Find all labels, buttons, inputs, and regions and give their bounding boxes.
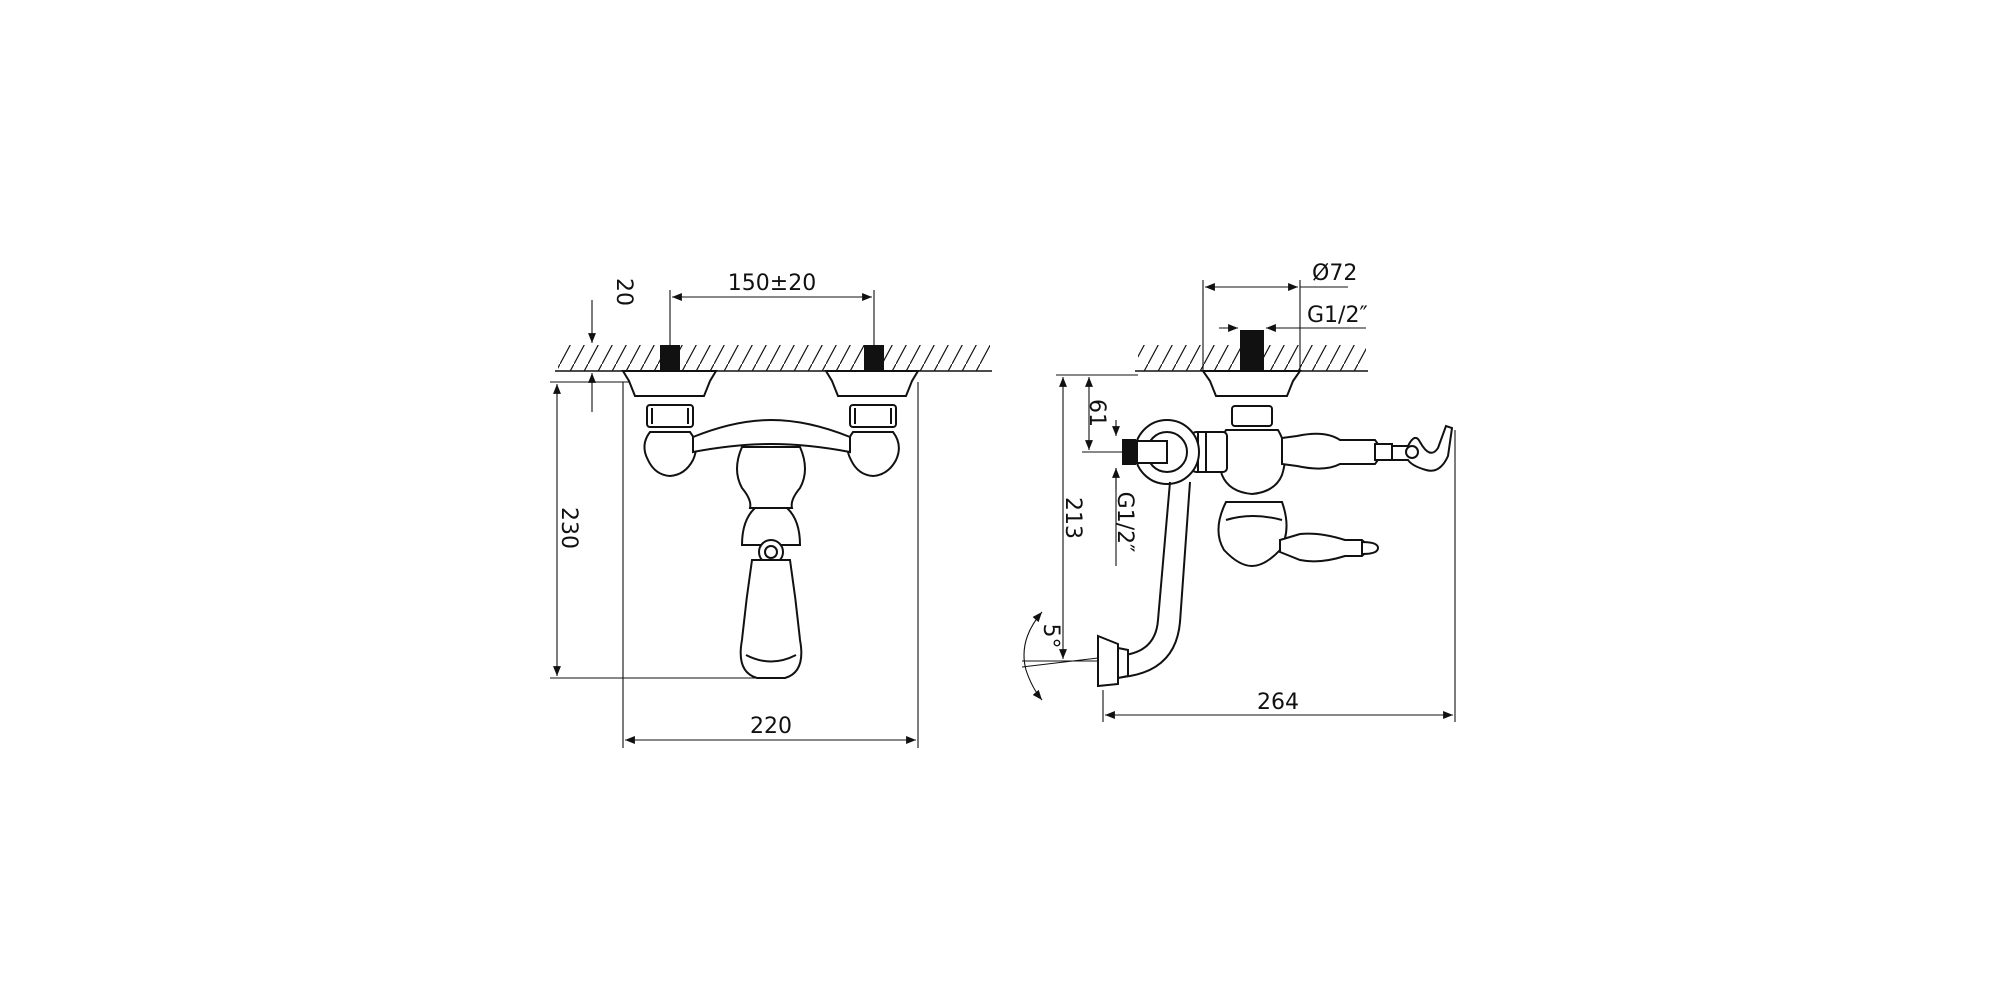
label-width: 220: [750, 714, 792, 739]
label-angle: 5°: [1038, 624, 1063, 649]
dimension-angle: 5°: [1021, 611, 1099, 701]
label-thread-top: G1/2″: [1307, 303, 1368, 328]
dimension-length: 264: [1102, 430, 1456, 722]
label-length: 264: [1257, 690, 1299, 715]
thread-top: [1240, 330, 1264, 371]
label-diameter: Ø72: [1312, 261, 1357, 286]
side-view: Ø72 G1/2″ 61 G1/2″ 213: [1021, 261, 1456, 722]
thread-left: [660, 345, 680, 371]
wall-hatching: [555, 345, 992, 372]
label-depth: 20: [611, 278, 636, 306]
label-offset: 61: [1084, 399, 1109, 427]
label-thread-side: G1/2″: [1112, 492, 1137, 553]
dimension-width: 220: [622, 382, 919, 748]
label-spacing: 150±20: [728, 271, 816, 296]
thread-right: [864, 345, 884, 371]
faucet-side: [1097, 370, 1454, 688]
dimension-thread-top: G1/2″: [1219, 303, 1368, 332]
label-side-height: 213: [1060, 497, 1085, 539]
label-height: 230: [556, 507, 581, 549]
dimension-offset: 61: [1082, 374, 1138, 453]
dimension-thread-side: G1/2″: [1112, 420, 1137, 566]
faucet-front: [621, 370, 920, 679]
dimension-diameter: Ø72: [1202, 261, 1357, 371]
dimension-height: 230: [550, 381, 760, 679]
front-view: 150±20 20 230 220: [550, 271, 992, 748]
dimension-depth: 20: [588, 278, 636, 412]
dimension-spacing: 150±20: [669, 271, 875, 345]
